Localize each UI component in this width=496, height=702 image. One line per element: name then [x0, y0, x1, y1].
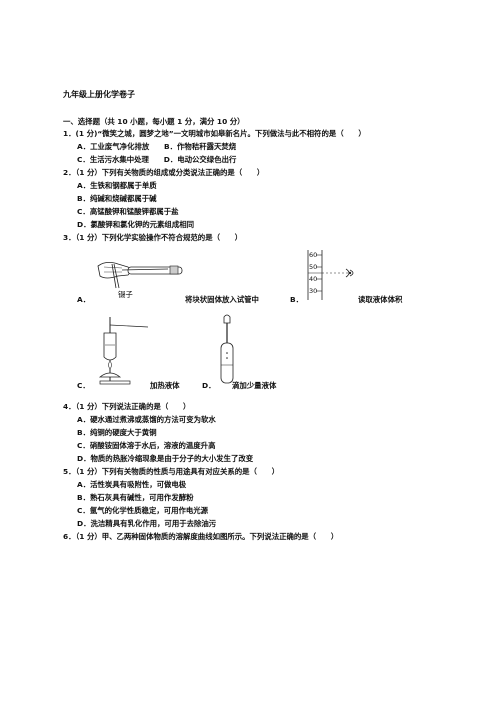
- graduated-cylinder-figure: [307, 250, 354, 300]
- q5-option-d: D．洗洁精具有乳化作用，可用于去除油污: [77, 519, 217, 528]
- q5-stem: 5．（1 分）下列有关物质的性质与用途具有对应关系的是（ ）: [63, 467, 280, 476]
- cylinder-tick-40: 40: [309, 275, 318, 283]
- q5-option-b: B．熟石灰具有碱性，可用作发酵粉: [77, 493, 194, 502]
- q4-option-a: A．硬水通过煮沸或蒸馏的方法可变为软水: [77, 415, 216, 424]
- q1-stem: 1．(1 分)“微笑之城，圆梦之地”一文明城市如皋新名片。下列做法与此不相符的是…: [63, 129, 366, 138]
- q3-b-text: 读取液体体积: [358, 295, 403, 304]
- q4-option-c: C．硝酸铵固体溶于水后，溶液的温度升高: [77, 441, 216, 450]
- tweezers-label: 镊子: [118, 290, 133, 299]
- q2-option-d: D．氯酸钾和氯化钾的元素组成相同: [77, 220, 194, 229]
- q2-option-a: A．生铁和钢都属于单质: [77, 181, 157, 190]
- q2-option-b: B．纯碱和烧碱都属于碱: [77, 194, 157, 203]
- dropper-figure: [220, 314, 234, 384]
- tweezers-testtube-figure: [97, 262, 183, 289]
- q3-d-text: 滴加少量液体: [232, 381, 277, 390]
- q2-stem: 2．（1 分）下列有关物质的组成或分类说法正确的是（ ）: [63, 168, 265, 177]
- cylinder-tick-50: 50: [309, 263, 318, 271]
- cylinder-tick-30: 30: [309, 287, 318, 295]
- page-title: 九年级上册化学卷子: [63, 90, 135, 99]
- q4-stem: 4．（1 分）下列说法正确的是（ ）: [63, 402, 191, 411]
- q3-b-label: B．: [290, 295, 304, 304]
- q3-a-text: 将块状固体放入试管中: [185, 295, 259, 304]
- q2-option-c: C．高锰酸钾和锰酸钾都属于盐: [77, 207, 179, 216]
- q6-stem: 6．（1 分）甲、乙两种固体物质的溶解度曲线如图所示。下列说法正确的是（ ）: [63, 532, 339, 541]
- q3-stem: 3．（1 分）下列化学实验操作不符合规范的是（ ）: [63, 233, 243, 242]
- q5-option-a: A．活性炭具有吸附性，可做电极: [77, 480, 187, 489]
- q3-a-label: A．: [77, 295, 91, 304]
- heating-liquid-figure: [98, 317, 149, 385]
- q3-d-label: D．: [202, 381, 216, 390]
- cylinder-tick-60: 60: [309, 251, 318, 259]
- section-heading: 一、选择题（共 10 小题，每小题 1 分，满分 10 分）: [63, 117, 245, 126]
- q3-c-label: C．: [77, 381, 90, 390]
- q5-option-c: C．氩气的化学性质稳定，可用作电光源: [77, 506, 209, 515]
- q4-option-b: B．纯铜的硬度大于黄铜: [77, 428, 157, 437]
- q3-c-text: 加热液体: [150, 381, 180, 390]
- q4-option-d: D．物质的热胀冷缩现象是由于分子的大小发生了改变: [77, 454, 254, 463]
- q1-options-ab: A．工业废气净化排放 B．作物秸秆露天焚烧: [77, 142, 237, 151]
- q1-options-cd: C．生活污水集中处理 D．电动公交绿色出行: [77, 155, 237, 164]
